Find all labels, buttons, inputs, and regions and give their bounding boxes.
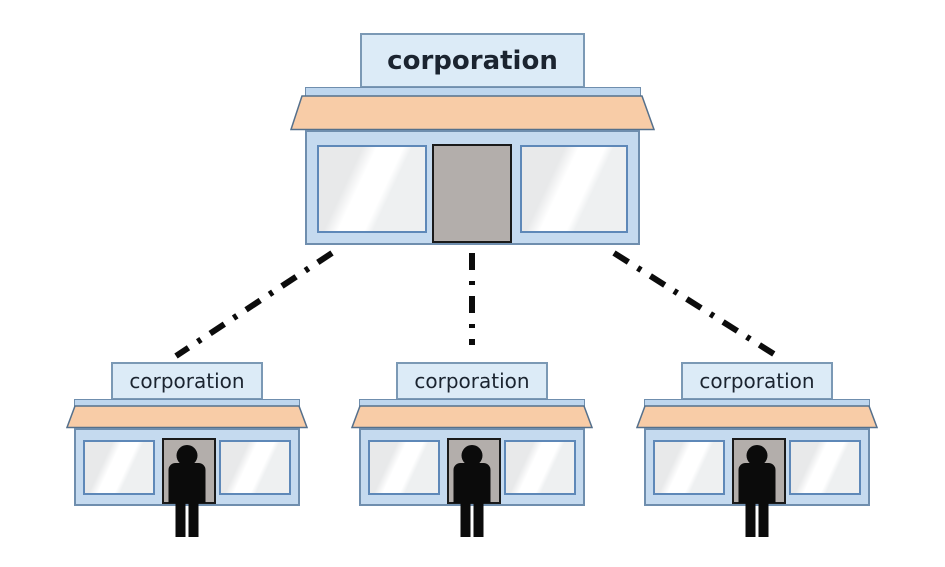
person-icon [168, 445, 206, 537]
person-icon [738, 445, 776, 537]
awning-icon [636, 405, 878, 429]
window-icon [317, 145, 427, 233]
parent-building-sign: corporation [360, 33, 585, 88]
parent-building-body [305, 130, 640, 245]
child-building-sign: corporation [111, 362, 263, 400]
hierarchy-connectors [174, 250, 779, 359]
window-icon [83, 440, 155, 495]
person-icon [453, 445, 491, 537]
parent-building-label: corporation [387, 45, 558, 76]
child-building-sign: corporation [396, 362, 548, 400]
window-icon [520, 145, 628, 233]
window-icon [504, 440, 576, 495]
window-icon [653, 440, 725, 495]
child-building-2: corporation [351, 362, 593, 537]
window-icon [368, 440, 440, 495]
awning-icon [66, 405, 308, 429]
child-building-label: corporation [129, 369, 245, 393]
parent-building: corporation [289, 33, 656, 245]
child-building-sign: corporation [681, 362, 833, 400]
connector-right [612, 250, 779, 359]
child-building-label: corporation [699, 369, 815, 393]
child-building-label: corporation [414, 369, 530, 393]
child-building-3: corporation [636, 362, 878, 537]
child-building-1: corporation [66, 362, 308, 537]
awning-icon [351, 405, 593, 429]
window-icon [789, 440, 861, 495]
window-icon [219, 440, 291, 495]
door-icon [432, 144, 512, 243]
connector-left [174, 250, 334, 359]
awning-icon [289, 95, 656, 131]
